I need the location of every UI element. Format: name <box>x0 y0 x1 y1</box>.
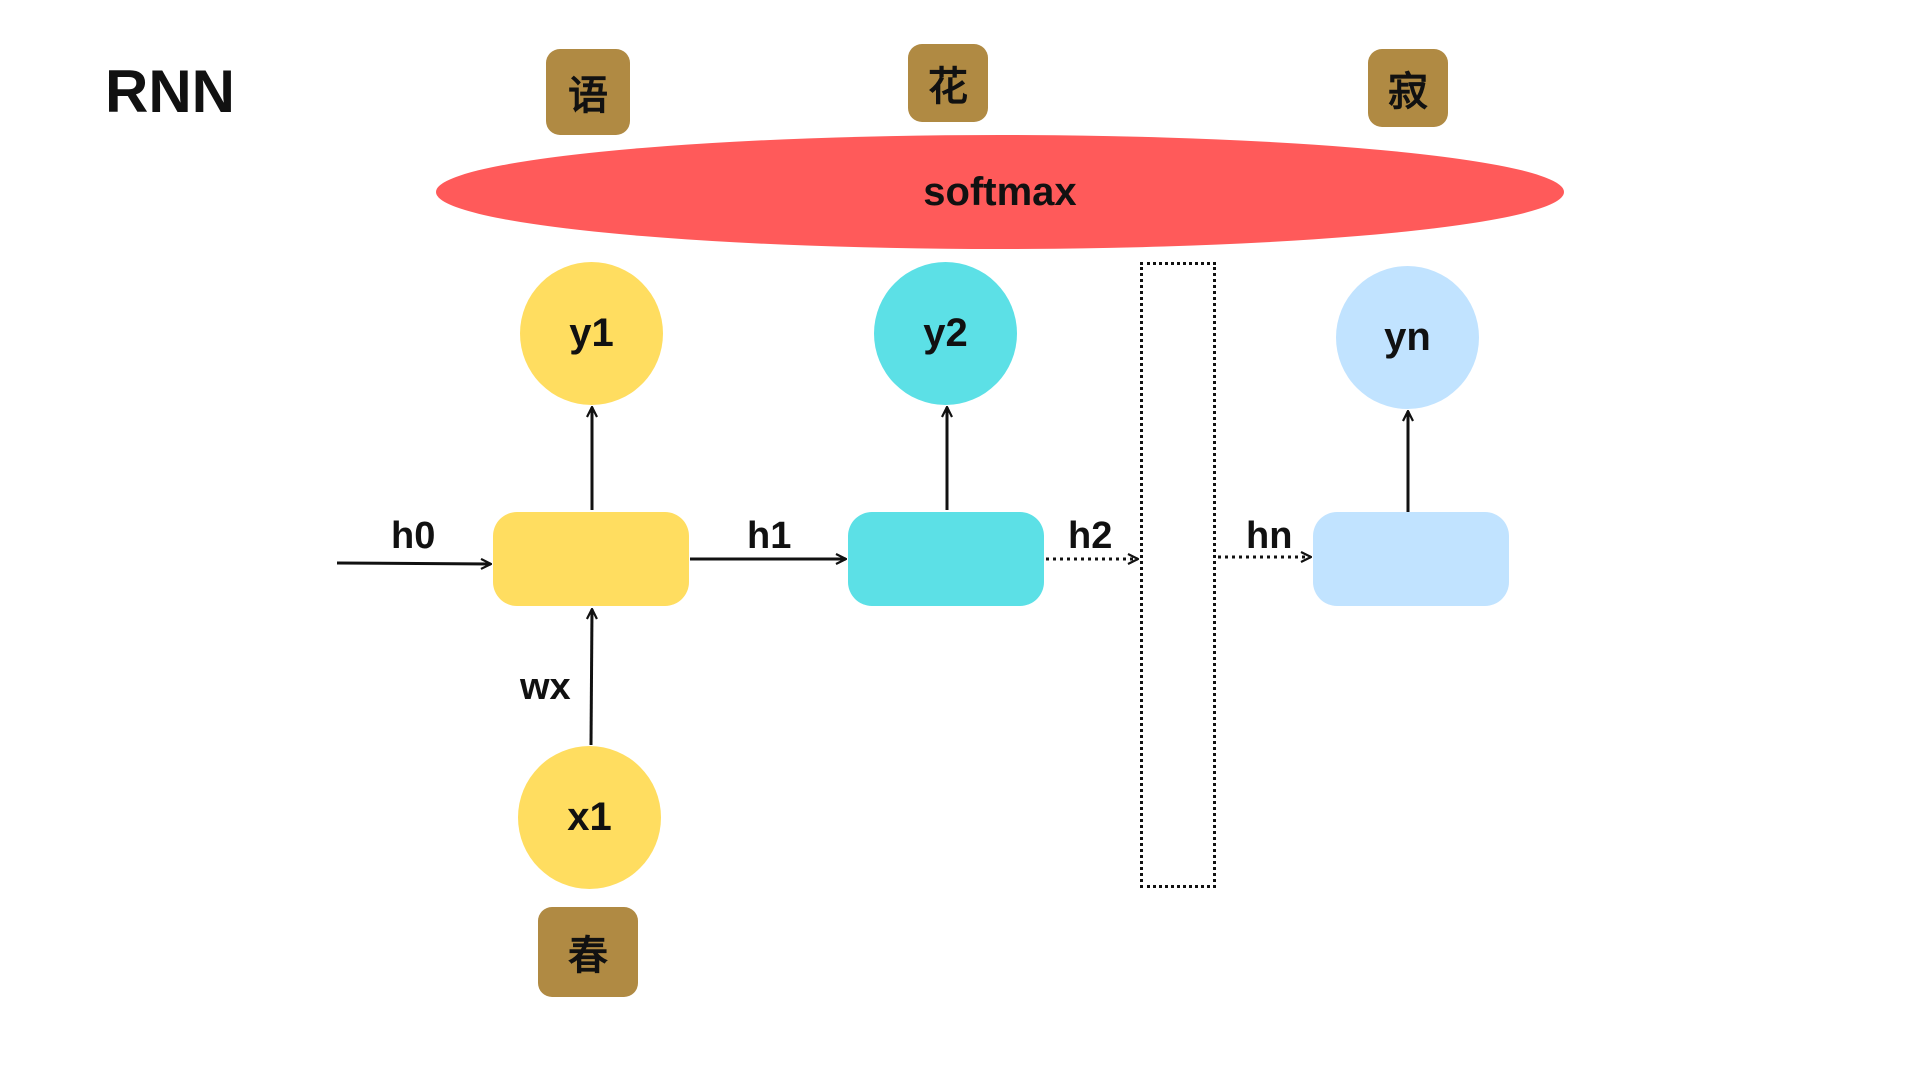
node-label-x1: x1 <box>567 795 612 839</box>
omitted-steps-box <box>1140 262 1216 888</box>
output-char-box-2: 花 <box>908 44 988 122</box>
edge-label-h2: h2 <box>1068 515 1113 557</box>
edge-label-h1: h1 <box>747 515 792 557</box>
edge-label-hn: hn <box>1246 515 1293 557</box>
diagram-title: RNN <box>105 58 235 125</box>
input-node-x1: x1 <box>518 746 661 889</box>
edge-label-h0: h0 <box>391 515 436 557</box>
rnn-cell-n <box>1313 512 1509 606</box>
softmax-label: softmax <box>923 169 1077 214</box>
node-label-yn: yn <box>1384 315 1431 359</box>
node-label-y1: y1 <box>569 311 614 355</box>
rnn-cell-2 <box>848 512 1044 606</box>
arrow-h0 <box>336 563 491 564</box>
output-node-y1: y1 <box>520 262 663 405</box>
output-char-box-3: 寂 <box>1368 49 1448 127</box>
softmax-layer: softmax <box>436 135 1564 249</box>
output-node-y2: y2 <box>874 262 1017 405</box>
output-char-box-1: 语 <box>546 49 630 135</box>
rnn-cell-1 <box>493 512 689 606</box>
output-node-yn: yn <box>1336 266 1479 409</box>
arrow-x1-to-cell1 <box>591 609 592 746</box>
input-char-box: 春 <box>538 907 638 997</box>
edge-label-wx: wx <box>520 666 571 708</box>
node-label-y2: y2 <box>923 311 968 355</box>
